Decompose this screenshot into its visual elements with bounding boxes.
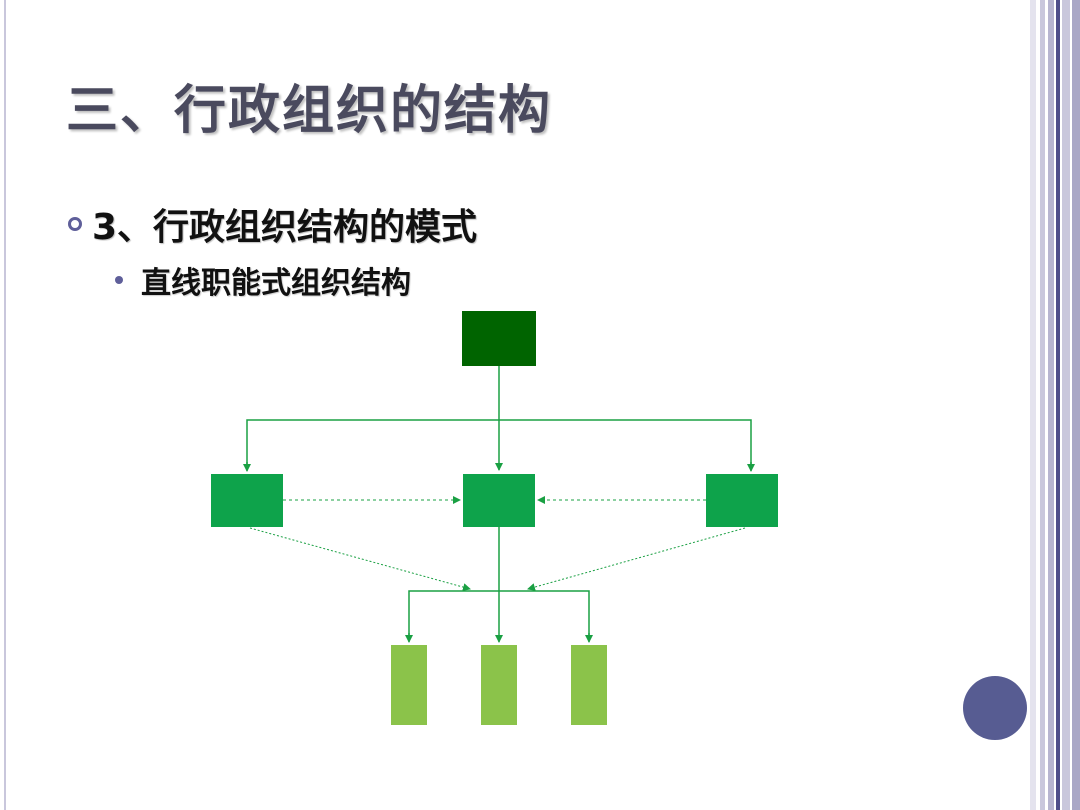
bullet-level-2: 直线职能式组织结构 [115,258,411,302]
bottom-connectors [405,527,593,643]
ring-bullet-icon [68,217,82,231]
middle-box-center [463,474,535,527]
bullet-1-text: 3、行政组织结构的模式 [92,207,478,248]
top-box [462,311,536,366]
middle-box-left [211,474,283,527]
advisory-arrows [249,527,746,591]
bottom-box-1 [391,645,427,725]
bullet-2-text: 直线职能式组织结构 [141,266,411,301]
bullet-level-1: 3、行政组织结构的模式 [68,198,477,250]
slide-title: 三、行政组织的结构 [66,80,553,141]
top-connectors [243,366,755,472]
right-decorative-bars [1030,0,1080,810]
bottom-box-3 [571,645,607,725]
decorative-circle [963,676,1027,740]
bottom-box-2 [481,645,517,725]
left-border-line [4,0,6,810]
middle-box-right [706,474,778,527]
dot-bullet-icon [115,276,123,284]
